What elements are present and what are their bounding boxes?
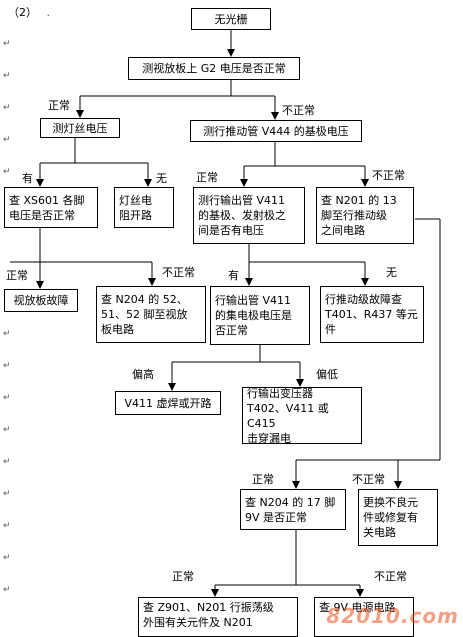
drive-stage-fault-text: 行推动级故障查 T401、R437 等元 件 xyxy=(325,293,418,336)
filament-voltage-box: 测灯丝电压 xyxy=(40,118,120,138)
g2-normal-label: 正常 xyxy=(48,99,70,112)
collector-low-label: 偏低 xyxy=(316,368,338,381)
transformer-box: 行输出变压器 T402、V411 或 C415 击穿漏电 xyxy=(242,386,362,445)
video-board-fault-box: 视放板故障 xyxy=(4,289,78,312)
paragraph-mark-icon: ↵ xyxy=(3,135,11,145)
measure-g2-text: 测视放板上 G2 电压是否正常 xyxy=(142,62,286,75)
paragraph-mark-icon: ↵ xyxy=(3,167,11,177)
v411-base-emitter-text: 测行输出管 V411 的基极、发射极之 间是否有电压 xyxy=(198,194,286,237)
v411-absent-label: 无 xyxy=(386,266,397,279)
paragraph-mark-icon: ↵ xyxy=(3,329,11,339)
paragraph-mark-icon: ↵ xyxy=(3,425,11,435)
no-raster-text: 无光栅 xyxy=(214,12,248,26)
filament-resistor-box: 灯丝电 阻开路 xyxy=(114,187,174,228)
v411-collector-text: 行输出管 V411 的集电极电压是 否正常 xyxy=(215,294,292,337)
v411-solder-text: V411 虚焊或开路 xyxy=(124,396,212,410)
no-raster-box: 无光栅 xyxy=(191,8,271,30)
paragraph-mark-icon: ↵ xyxy=(3,39,11,49)
pin17-normal-label: 正常 xyxy=(172,570,194,583)
paragraph-mark-icon: ↵ xyxy=(3,457,11,467)
v411-present-label: 有 xyxy=(228,269,239,282)
filament-present-label: 有 xyxy=(22,172,33,185)
n204-pins-box: 查 N204 的 52、 51、52 脚至视放 板电路 xyxy=(96,286,206,343)
z901-n201-text: 查 Z901、N201 行振荡级 外围有关元件及 N201 xyxy=(143,601,274,629)
transformer-text: 行输出变压器 T402、V411 或 C415 击穿漏电 xyxy=(247,386,329,445)
n204-pin17-box: 查 N204 的 17 脚 9V 是否正常 xyxy=(240,489,346,530)
xs601-abnormal-label: 不正常 xyxy=(162,266,195,279)
collector-high-label: 偏高 xyxy=(132,368,154,381)
paragraph-mark-icon: ↵ xyxy=(3,553,11,563)
filament-resistor-text: 灯丝电 阻开路 xyxy=(119,193,152,222)
xs601-normal-label: 正常 xyxy=(6,269,28,282)
replace-bad-text: 更换不良元 件或修复有 关电路 xyxy=(363,496,418,539)
n201-pin13-box: 查 N201 的 13 脚至行推动级 之间电路 xyxy=(316,187,414,244)
v411-base-emitter-box: 测行输出管 V411 的基极、发射极之 间是否有电压 xyxy=(193,187,305,244)
n201-pin13-text: 查 N201 的 13 脚至行推动级 之间电路 xyxy=(321,194,397,237)
v411-collector-box: 行输出管 V411 的集电极电压是 否正常 xyxy=(210,286,310,345)
g2-abnormal-label: 不正常 xyxy=(282,104,315,117)
diagram-number: （2） . xyxy=(8,6,50,19)
z901-n201-box: 查 Z901、N201 行振荡级 外围有关元件及 N201 xyxy=(138,597,298,637)
paragraph-mark-icon: ↵ xyxy=(3,393,11,403)
filament-absent-label: 无 xyxy=(156,172,167,185)
n204-pins-text: 查 N204 的 52、 51、52 脚至视放 板电路 xyxy=(101,293,188,336)
paragraph-mark-icon: ↵ xyxy=(3,103,11,113)
v444-base-voltage-text: 测行推动管 V444 的基极电压 xyxy=(203,124,349,138)
header-mark: . xyxy=(46,6,51,19)
paragraph-mark-icon: ↵ xyxy=(3,521,11,531)
measure-g2-box: 测视放板上 G2 电压是否正常 xyxy=(128,57,300,80)
v444-base-voltage-box: 测行推动管 V444 的基极电压 xyxy=(190,120,362,142)
n201-normal-label: 正常 xyxy=(252,473,274,486)
pin17-abnormal-label: 不正常 xyxy=(374,570,407,583)
filament-voltage-text: 测灯丝电压 xyxy=(52,121,108,135)
power-9v-text: 查 9V 电源电路 xyxy=(319,601,396,614)
video-board-fault-text: 视放板故障 xyxy=(13,294,69,307)
paragraph-mark-icon: ↵ xyxy=(3,71,11,81)
drive-stage-fault-box: 行推动级故障查 T401、R437 等元 件 xyxy=(320,286,424,343)
n204-pin17-text: 查 N204 的 17 脚 9V 是否正常 xyxy=(245,495,336,524)
v411-solder-box: V411 虚焊或开路 xyxy=(115,391,221,415)
v444-normal-label: 正常 xyxy=(196,171,218,184)
v444-abnormal-label: 不正常 xyxy=(372,169,405,182)
number-label: （2） xyxy=(8,6,37,19)
xs601-voltage-box: 查 XS601 各脚 电压是否正常 xyxy=(4,187,98,228)
paragraph-mark-icon: ↵ xyxy=(3,585,11,595)
replace-bad-box: 更换不良元 件或修复有 关电路 xyxy=(358,489,438,546)
site-watermark: 82010.com xyxy=(326,604,459,628)
paragraph-mark-icon: ↵ xyxy=(3,489,11,499)
xs601-voltage-text: 查 XS601 各脚 电压是否正常 xyxy=(9,193,85,222)
paragraph-mark-icon: ↵ xyxy=(3,361,11,371)
n201-abnormal-label: 不正常 xyxy=(352,473,385,486)
